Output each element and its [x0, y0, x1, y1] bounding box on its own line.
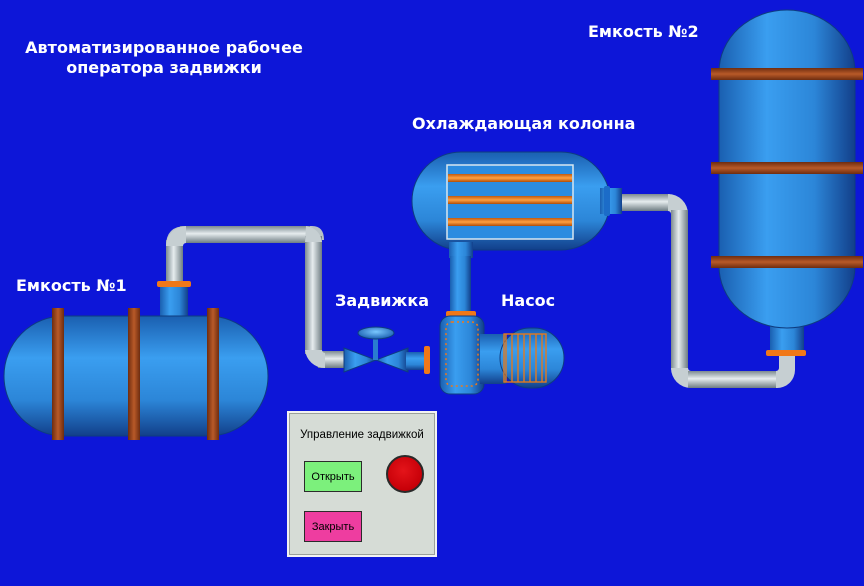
- pump: [439, 256, 565, 395]
- tank-1-label: Емкость №1: [16, 276, 127, 295]
- close-button[interactable]: Закрыть: [304, 511, 362, 542]
- cooling-column-label: Охлаждающая колонна: [412, 114, 636, 133]
- pipe-column-to-tank2: [618, 194, 795, 389]
- valve-label: Задвижка: [335, 291, 429, 310]
- open-button[interactable]: Открыть: [304, 461, 362, 492]
- cooling-column: [411, 151, 622, 258]
- page-title-line-2: оператора задвижки: [66, 58, 262, 77]
- page-title: Автоматизированное рабочее оператора зад…: [14, 38, 314, 78]
- valve[interactable]: [343, 326, 430, 374]
- tank-1: [3, 281, 269, 440]
- pipe-tank1-to-valve: [166, 226, 348, 369]
- tank-2: [711, 9, 863, 356]
- valve-status-indicator: [386, 455, 424, 493]
- pump-label: Насос: [501, 291, 556, 310]
- valve-control-panel: Управление задвижкой Открыть Закрыть: [287, 411, 437, 557]
- page-title-line-1: Автоматизированное рабочее: [25, 38, 303, 57]
- tank-2-label: Емкость №2: [588, 22, 699, 41]
- control-panel-title: Управление задвижкой: [300, 429, 424, 441]
